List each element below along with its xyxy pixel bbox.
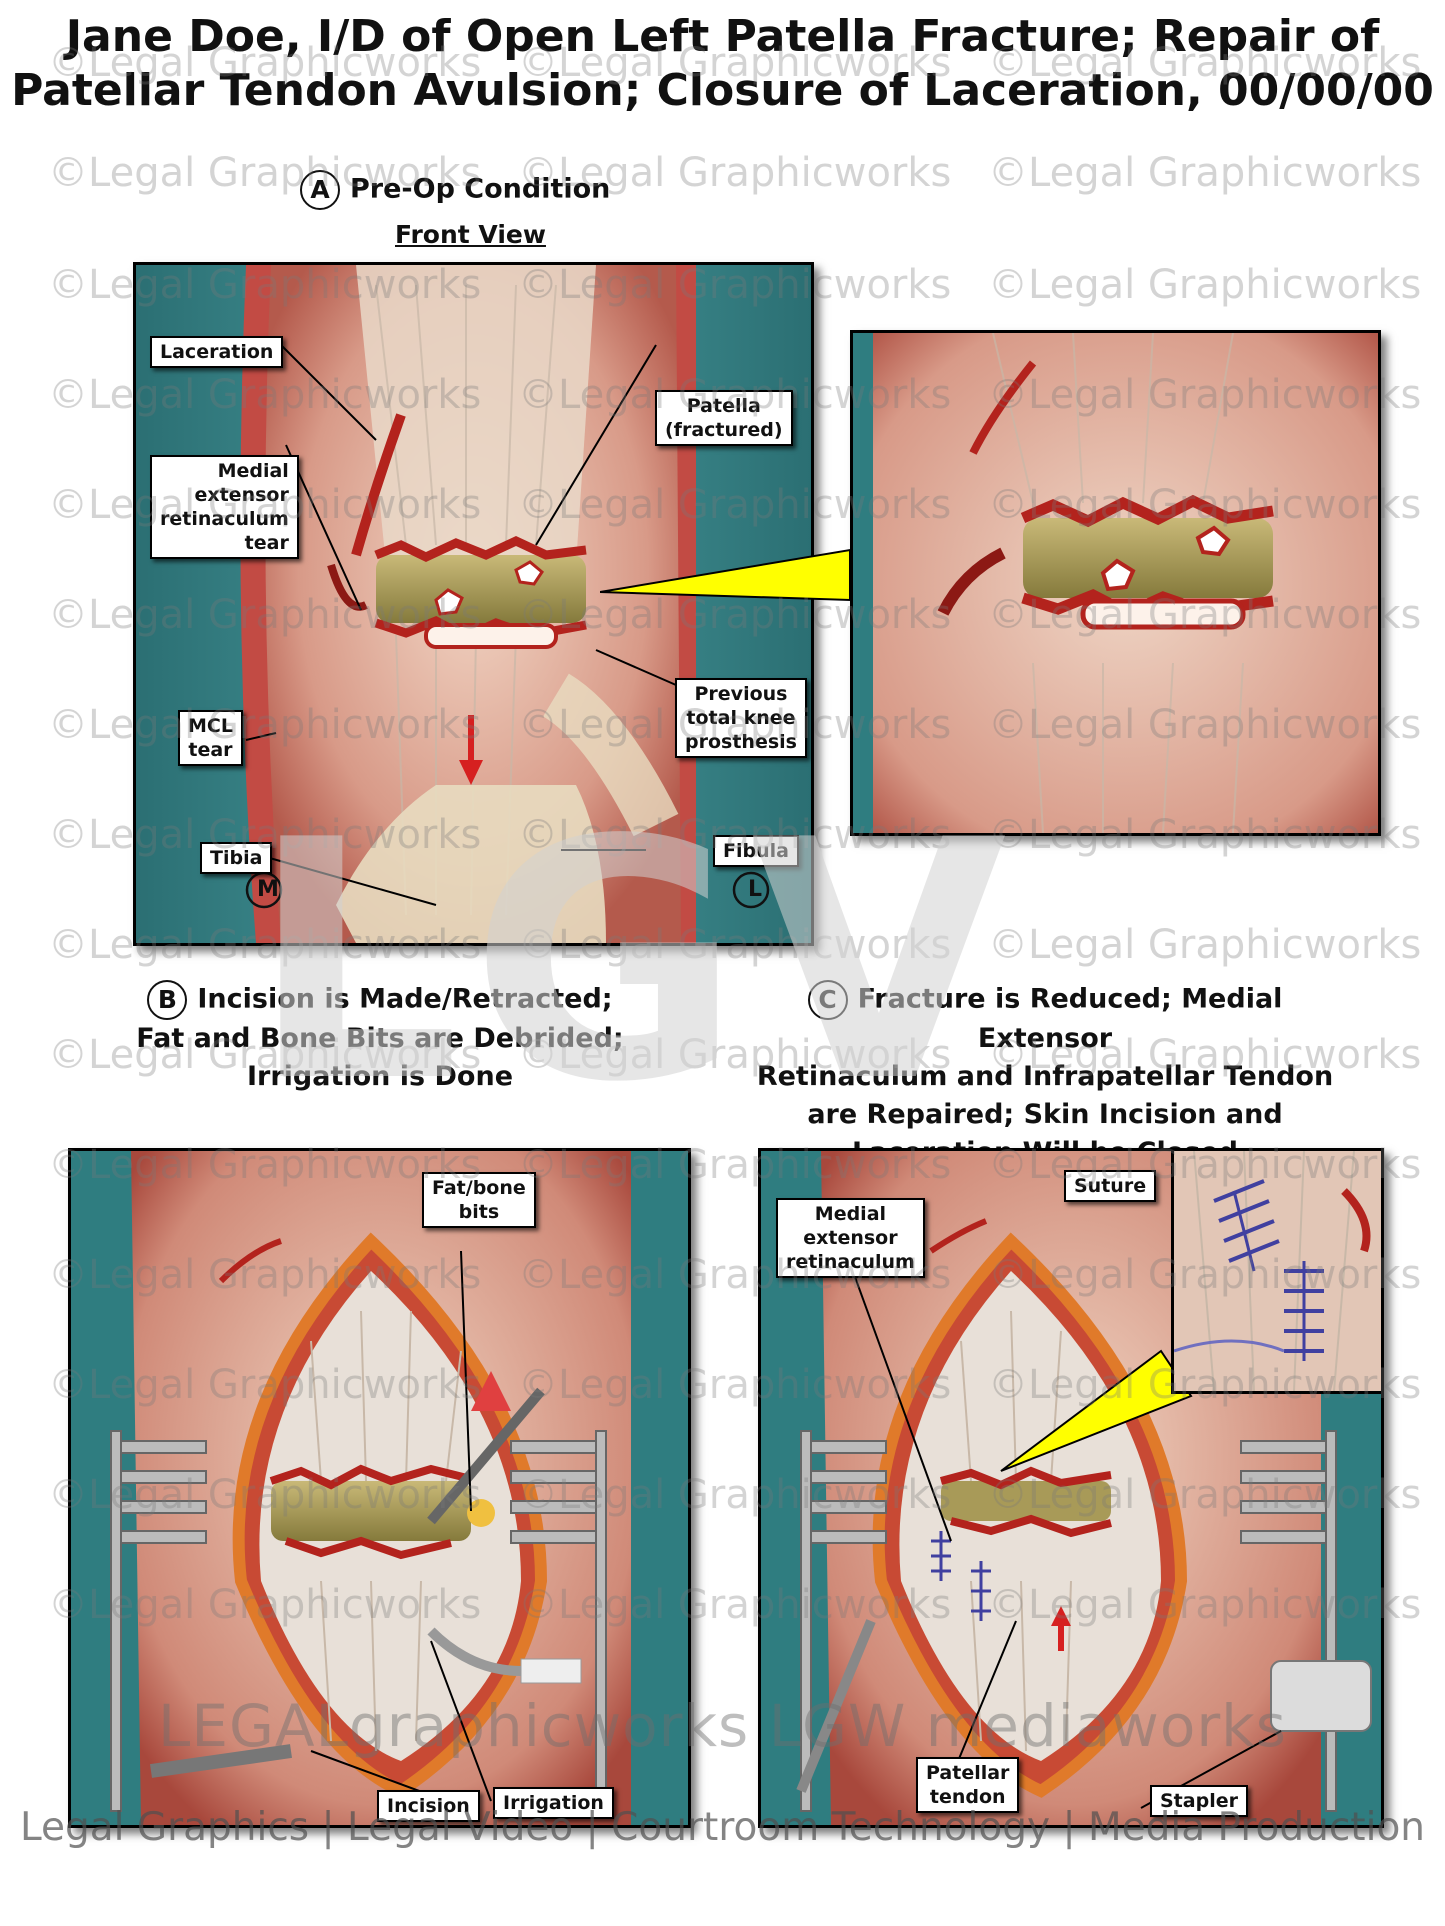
medial-marker: M <box>257 877 279 902</box>
watermark-text: ©Legal Graphicworks <box>48 1472 482 1518</box>
watermark-text: ©Legal Graphicworks <box>48 262 482 308</box>
section-b-letter: B <box>147 980 188 1020</box>
watermark-text: ©Legal Graphicworks <box>518 592 952 638</box>
watermark-text: ©Legal Graphicworks <box>988 1582 1422 1628</box>
watermark-text: ©Legal Graphicworks <box>48 372 482 418</box>
watermark-text: ©Legal Graphicworks <box>48 1582 482 1628</box>
stapler-label: Stapler <box>1150 1785 1248 1817</box>
watermark-text: ©Legal Graphicworks <box>518 482 952 528</box>
watermark-text: ©Legal Graphicworks <box>988 1472 1422 1518</box>
watermark-text: ©Legal Graphicworks <box>988 592 1422 638</box>
watermark-text: ©Legal Graphicworks <box>988 1362 1422 1408</box>
patella-label: Patella(fractured) <box>655 390 793 446</box>
suture-detail-illustration <box>1174 1151 1381 1391</box>
brand-watermark: LEGALgraphicworks LGW mediaworks <box>158 1692 1287 1760</box>
tibia-label: Tibia <box>200 842 273 874</box>
watermark-text: ©Legal Graphicworks <box>988 262 1422 308</box>
watermark-text: ©Legal Graphicworks <box>48 482 482 528</box>
watermark-text: ©Legal Graphicworks <box>518 702 952 748</box>
irrigation-label: Irrigation <box>493 1787 614 1819</box>
watermark-text: ©Legal Graphicworks <box>988 372 1422 418</box>
watermark-text: ©Legal Graphicworks <box>988 702 1422 748</box>
watermark-text: ©Legal Graphicworks <box>518 372 952 418</box>
watermark-text: ©Legal Graphicworks <box>518 922 952 968</box>
suture-label: Suture <box>1064 1170 1157 1202</box>
page-title: Jane Doe, I/D of Open Left Patella Fract… <box>0 10 1445 118</box>
watermark-text: ©Legal Graphicworks <box>518 1252 952 1298</box>
lgv-watermark: LGV <box>250 770 1017 1154</box>
lateral-marker: L <box>747 877 763 902</box>
watermark-text: ©Legal Graphicworks <box>518 1142 952 1188</box>
front-view-subheading: Front View <box>395 220 546 249</box>
section-a-letter: A <box>300 170 340 210</box>
watermark-text: ©Legal Graphicworks <box>518 150 952 196</box>
incision-label: Incision <box>377 1790 480 1822</box>
watermark-text: ©Legal Graphicworks <box>48 150 482 196</box>
panel-b-incision <box>68 1148 691 1828</box>
watermark-text: ©Legal Graphicworks <box>518 1362 952 1408</box>
watermark-text: ©Legal Graphicworks <box>48 1032 482 1078</box>
title-line-1: Jane Doe, I/D of Open Left Patella Fract… <box>65 11 1380 62</box>
watermark-text: ©Legal Graphicworks <box>48 1362 482 1408</box>
panel-a-zoom <box>850 330 1381 836</box>
watermark-text: ©Legal Graphicworks <box>988 482 1422 528</box>
incision-debridement-illustration <box>71 1151 688 1825</box>
watermark-text: ©Legal Graphicworks <box>518 40 952 86</box>
watermark-text: ©Legal Graphicworks <box>988 150 1422 196</box>
laceration-label: Laceration <box>150 336 284 368</box>
watermark-text: ©Legal Graphicworks <box>988 812 1422 858</box>
section-a-title: Pre-Op Condition <box>350 173 611 205</box>
watermark-text: ©Legal Graphicworks <box>988 40 1422 86</box>
section-c-letter: C <box>807 980 848 1020</box>
watermark-text: ©Legal Graphicworks <box>988 1032 1422 1078</box>
watermark-text: ©Legal Graphicworks <box>48 812 482 858</box>
suture-zoom-inset <box>1171 1151 1381 1394</box>
knee-front-view-illustration <box>136 265 811 943</box>
fibula-label: Fibula <box>713 835 799 867</box>
watermark-text: ©Legal Graphicworks <box>988 1142 1422 1188</box>
watermark-text: ©Legal Graphicworks <box>48 1142 482 1188</box>
watermark-text: ©Legal Graphicworks <box>48 1252 482 1298</box>
footer-services: Legal Graphics | Legal Video | Courtroom… <box>19 1805 1426 1850</box>
panel-c-repair <box>758 1148 1384 1828</box>
panel-a-front-view: M L <box>133 262 814 946</box>
repair-closure-illustration <box>761 1151 1381 1825</box>
watermark-text: ©Legal Graphicworks <box>48 592 482 638</box>
watermark-text: ©Legal Graphicworks <box>48 922 482 968</box>
watermark-text: ©Legal Graphicworks <box>988 1252 1422 1298</box>
patella-fracture-zoom-illustration <box>853 333 1378 833</box>
watermark-text: ©Legal Graphicworks <box>48 702 482 748</box>
title-line-2: Patellar Tendon Avulsion; Closure of Lac… <box>11 65 1434 116</box>
section-a-heading: A Pre-Op Condition <box>300 170 610 210</box>
watermark-text: ©Legal Graphicworks <box>518 812 952 858</box>
watermark-text: ©Legal Graphicworks <box>48 40 482 86</box>
watermark-text: ©Legal Graphicworks <box>518 1472 952 1518</box>
watermark-text: ©Legal Graphicworks <box>988 922 1422 968</box>
watermark-text: ©Legal Graphicworks <box>518 1032 952 1078</box>
watermark-text: ©Legal Graphicworks <box>518 1582 952 1628</box>
watermark-text: ©Legal Graphicworks <box>518 262 952 308</box>
